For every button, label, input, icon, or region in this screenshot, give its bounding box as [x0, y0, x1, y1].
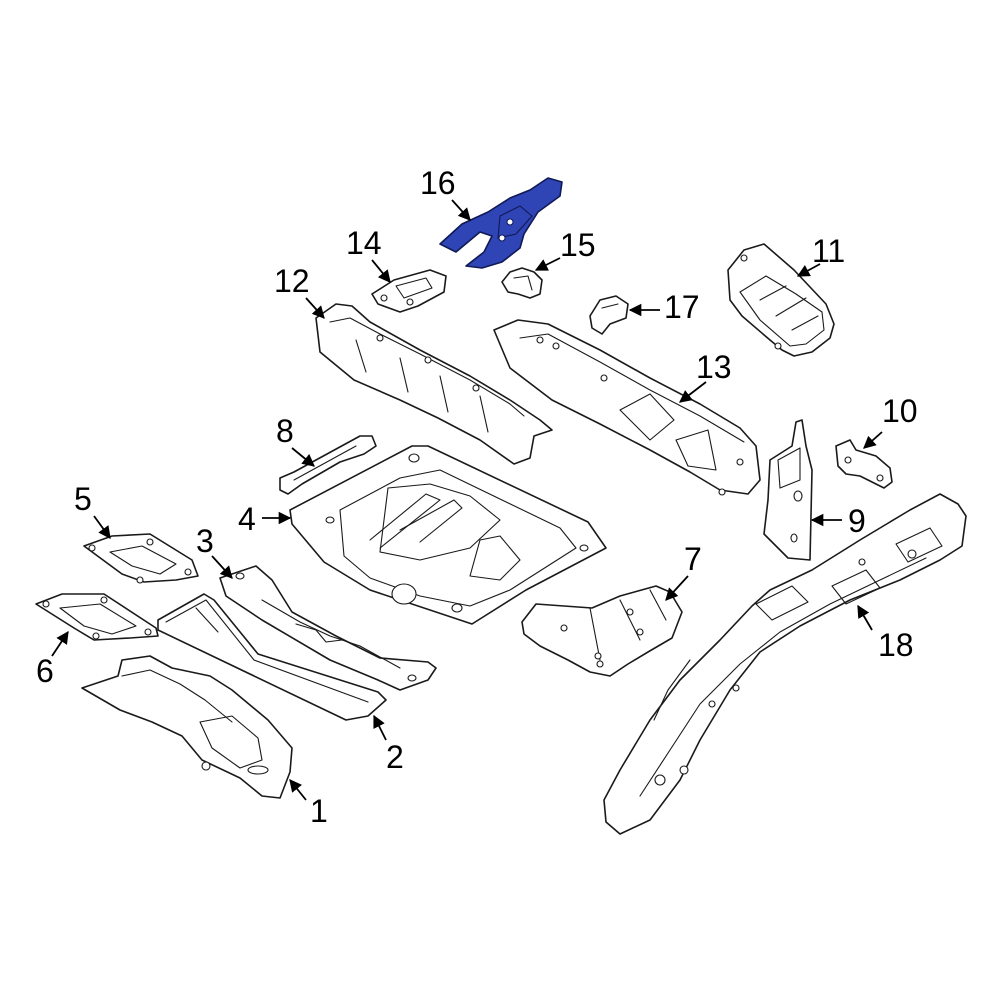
leader-5 — [93, 515, 111, 540]
callout-6[interactable]: 6 — [36, 653, 54, 689]
callout-2[interactable]: 2 — [386, 739, 404, 775]
callout-12[interactable]: 12 — [274, 263, 310, 299]
leader-2 — [373, 714, 387, 741]
callout-9[interactable]: 9 — [848, 503, 866, 539]
leader-3 — [211, 555, 233, 579]
callout-10[interactable]: 10 — [882, 393, 918, 429]
leader-11 — [796, 263, 821, 277]
callout-18[interactable]: 18 — [878, 627, 914, 663]
leader-16 — [451, 199, 471, 221]
leader-18 — [857, 604, 873, 631]
part-17-clip[interactable] — [589, 295, 629, 335]
leader-6 — [51, 630, 69, 657]
part-9-pillar-bracket[interactable] — [763, 419, 813, 561]
leader-8 — [291, 447, 315, 467]
callout-8[interactable]: 8 — [276, 413, 294, 449]
callout-15[interactable]: 15 — [560, 227, 596, 263]
callout-4[interactable]: 4 — [238, 501, 256, 537]
part-5-plate[interactable] — [83, 533, 199, 584]
callout-3[interactable]: 3 — [196, 523, 214, 559]
part-1-floor-side-member[interactable] — [81, 655, 293, 799]
part-10-small-bracket[interactable] — [835, 439, 893, 489]
callout-11[interactable]: 11 — [812, 233, 845, 269]
part-18-side-rail[interactable] — [603, 493, 967, 835]
leader-12 — [305, 297, 325, 319]
part-8-small-member[interactable] — [279, 435, 377, 495]
callout-1[interactable]: 1 — [310, 793, 328, 829]
callout-13[interactable]: 13 — [696, 349, 732, 385]
callout-7[interactable]: 7 — [684, 541, 702, 577]
callout-17[interactable]: 17 — [664, 289, 700, 325]
leader-lines — [51, 199, 883, 801]
leader-7 — [665, 575, 689, 601]
part-16-bracket-highlighted[interactable] — [439, 177, 563, 269]
callout-5[interactable]: 5 — [74, 481, 92, 517]
leader-14 — [371, 259, 391, 283]
callout-16[interactable]: 16 — [420, 165, 456, 201]
part-15-clip[interactable] — [501, 267, 543, 299]
callout-labels: 1 2 3 4 5 6 7 8 9 10 11 12 13 14 15 16 1… — [36, 165, 918, 829]
part-6-plate[interactable] — [35, 593, 159, 641]
part-4-spare-wheel-pan[interactable] — [289, 445, 607, 625]
part-14-bracket[interactable] — [371, 269, 447, 313]
part-2-crossmember[interactable] — [157, 593, 387, 721]
part-12-rear-member[interactable] — [315, 303, 553, 465]
leader-15 — [534, 257, 561, 271]
part-13-rear-crossmember[interactable] — [493, 319, 761, 496]
part-3-crossmember-upper[interactable] — [219, 565, 437, 691]
leader-1 — [289, 779, 307, 801]
part-11-bracket-box[interactable] — [727, 243, 835, 357]
callout-14[interactable]: 14 — [346, 225, 382, 261]
leader-10 — [863, 431, 883, 449]
leader-13 — [679, 381, 707, 403]
part-7-bracket[interactable] — [521, 585, 683, 677]
